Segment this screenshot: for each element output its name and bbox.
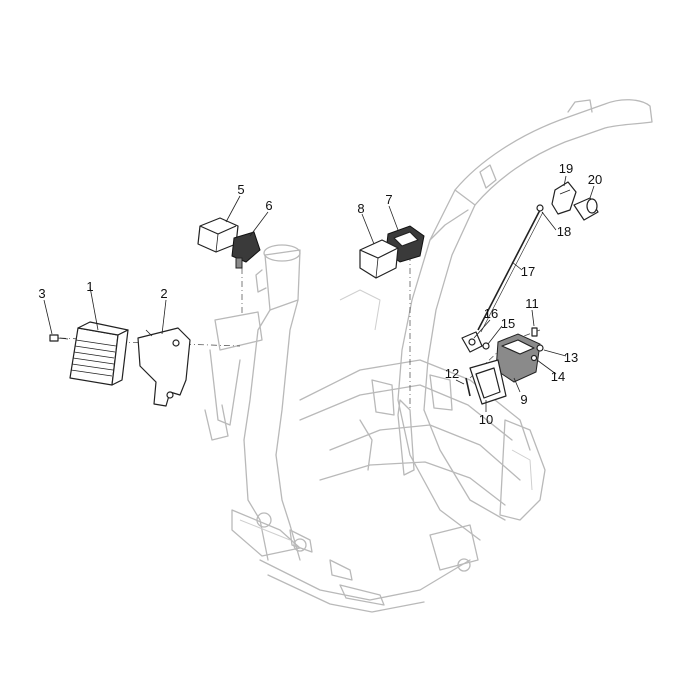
leader-lines [43,175,595,412]
callout-1: 1 [86,279,93,294]
part-19-connector [551,181,577,215]
callout-12: 12 [445,366,459,381]
part-12-screw [465,377,471,397]
part-14-washer [530,354,538,362]
callout-14: 14 [551,369,565,384]
part-15-washer [482,342,490,350]
part-13-nut [536,344,544,352]
callout-10: 10 [479,412,493,427]
part-8-relay [359,239,399,279]
callout-11: 11 [525,296,539,311]
part-17-rod [477,209,544,333]
callout-13: 13 [564,350,578,365]
callout-labels: 1 2 3 5 6 7 8 9 10 11 12 13 14 15 16 17 … [38,161,602,427]
callout-15: 15 [501,316,515,331]
part-18-clip [536,204,544,212]
part-10-bracket [469,359,507,405]
callout-19: 19 [559,161,573,176]
part-11-screw [531,327,538,337]
callout-17: 17 [521,264,535,279]
callout-6: 6 [265,198,272,213]
callout-9: 9 [520,392,527,407]
part-20-cap [573,197,599,221]
part-6-relay-holder [231,231,261,269]
callout-20: 20 [588,172,602,187]
part-16-sensor [461,331,483,353]
part-2-mounting-bracket [137,327,191,407]
part-3-bolt [49,334,69,342]
callout-8: 8 [357,201,364,216]
scooter-frame [204,99,653,613]
callout-5: 5 [237,182,244,197]
callout-2: 2 [160,286,167,301]
callout-18: 18 [557,224,571,239]
part-1-voltage-regulator [69,321,129,386]
part-5-relay [197,217,239,253]
callout-7: 7 [385,192,392,207]
callout-16: 16 [484,306,498,321]
callout-3: 3 [38,286,45,301]
